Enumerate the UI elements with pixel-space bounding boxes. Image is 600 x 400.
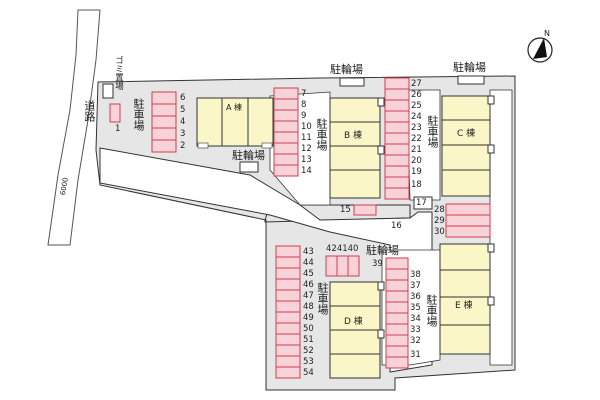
aisle-right [489,89,513,366]
slot-label: 32 [410,336,421,346]
bike-label-a: 駐輪場 [232,149,265,162]
slot-label: 15 [340,205,351,215]
slot-label: 35 [410,303,421,313]
slot-label: 19 [411,167,422,177]
slot-label: 424140 [326,244,359,254]
parking-label-e: 駐車場 [425,294,438,327]
slot-label: 5 [180,105,186,115]
slot-label: 51 [303,335,314,345]
slot-label: 9 [301,111,307,121]
parking-2-6 [151,91,177,153]
slot-label: 12 [301,144,312,154]
bike-label-b: 駐輪場 [330,63,363,76]
slot-label: 34 [410,314,421,324]
bike-label-c: 駐輪場 [453,61,486,74]
bldg-b-label: B 棟 [344,131,363,141]
bike-label-d: 駐輪場 [366,244,399,257]
slot-label: 45 [303,269,314,279]
slot-label: 50 [303,324,314,334]
garbage-label: ゴミ置場 [113,56,124,90]
slot-label: 44 [303,258,314,268]
slot-label: 43 [303,247,314,257]
slot-label: 38 [410,270,421,280]
slot-label: 8 [301,100,307,110]
bldg-d-label: D 棟 [344,317,363,327]
slot-label: 39 [372,259,383,269]
parking-label-1: 駐車場 [132,98,145,131]
parking-28-30 [445,203,491,238]
slot-label: 53 [303,357,314,367]
garbage-box [102,83,114,99]
building-a [196,97,274,149]
building-b [329,97,385,199]
slot-label: 1 [115,124,121,134]
slot-label: 11 [301,133,312,143]
slot-label: 18 [411,180,422,190]
parking-31-39 [385,257,409,369]
slot-label: 25 [411,101,422,111]
road [47,9,101,246]
slot-label: 13 [301,155,312,165]
bldg-c-label: C 棟 [457,129,476,139]
slot-label: 4 [180,117,186,127]
building-c [441,95,495,197]
parking-7-14 [273,87,299,177]
slot-label: 54 [303,368,314,378]
slot-label: 22 [411,134,422,144]
slot-label: 46 [303,280,314,290]
slot-label: 28 [434,205,445,215]
slot-label: 6 [180,93,186,103]
slot-label: 14 [301,166,312,176]
slot-label: 33 [410,325,421,335]
parking-43-54 [275,245,301,379]
building-e [439,243,495,355]
slot-label: 2 [180,141,186,151]
slot-label: 26 [411,90,422,100]
slot-label: 24 [411,112,422,122]
bldg-e-label: E 棟 [455,301,473,311]
building-d [329,281,385,379]
slot-label: 23 [411,123,422,133]
slot-label: 16 [391,221,402,231]
slot-label: 3 [180,129,186,139]
bike-box-b [339,77,365,87]
slot-label: 36 [410,292,421,302]
parking-label-c: 駐車場 [426,115,439,148]
slot-label: 17 [416,198,427,208]
north-label: N [544,29,550,38]
parking-18-27 [384,77,410,200]
slot-label: 47 [303,291,314,301]
slot-label: 7 [301,89,307,99]
slot-label: 21 [411,145,422,155]
parking-label-d: 駐車場 [316,282,329,315]
slot-label: 49 [303,313,314,323]
bike-box-a [239,161,259,173]
bike-box-c [457,75,485,85]
slot-15 [353,204,377,216]
slot-label: 29 [434,216,445,226]
slot-label: 30 [434,227,445,237]
slot-17-box [413,196,433,210]
bldg-a-label: A 棟 [226,103,243,112]
slot-label: 31 [410,350,421,360]
slot-label: 10 [301,122,312,132]
slot-label: 37 [410,281,421,291]
parking-label-b: 駐車場 [315,118,328,151]
slot-label: 48 [303,302,314,312]
slot-label: 20 [411,156,422,166]
north-arrow-icon [527,37,553,63]
slot-1 [109,103,121,123]
slot-label: 52 [303,346,314,356]
parking-40-42 [325,255,360,277]
road-label: 道路 [83,100,96,122]
slot-label: 27 [411,79,422,89]
